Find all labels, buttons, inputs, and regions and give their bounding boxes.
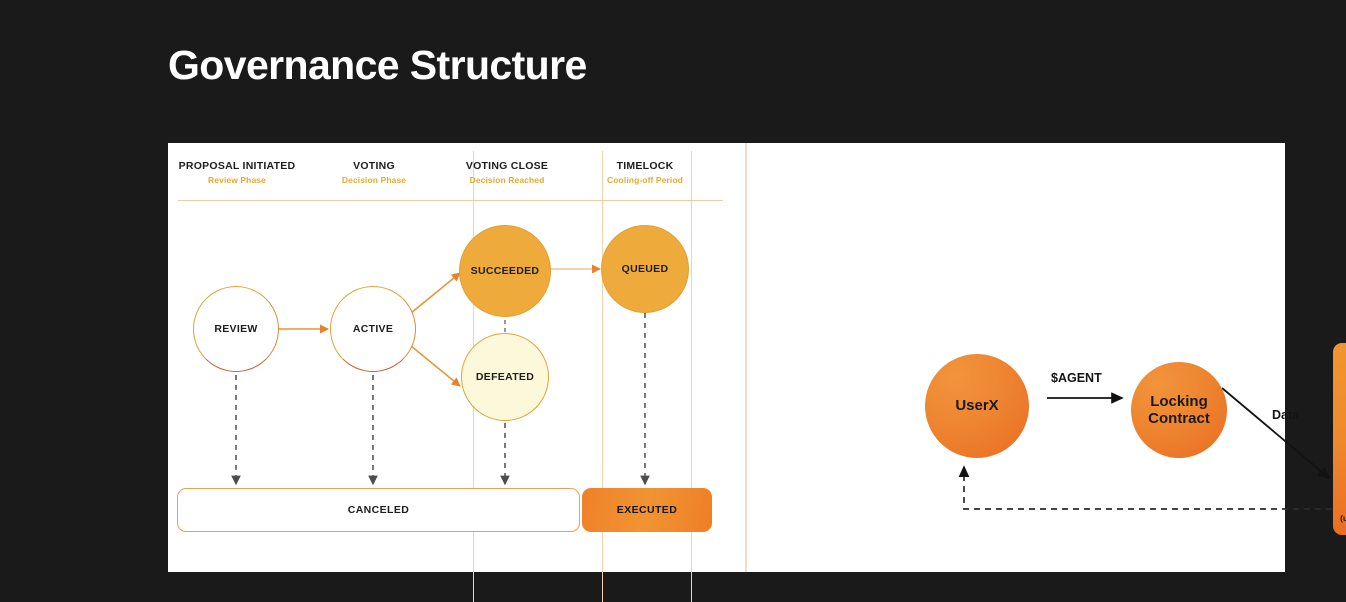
terminal-executed[interactable]: EXECUTED bbox=[582, 488, 712, 532]
storage-contract-note: (user X:1 VeTRUST) bbox=[1340, 513, 1346, 523]
diagram-card: PROPOSAL INITIATED Review Phase VOTING D… bbox=[168, 143, 1346, 602]
state-node-defeated[interactable]: DEFEATED bbox=[461, 333, 549, 421]
state-node-review[interactable]: REVIEW bbox=[193, 286, 279, 372]
phase-separator-2 bbox=[602, 151, 604, 602]
node-label-line1: Locking bbox=[1150, 392, 1208, 410]
phase-subtitle: Review Phase bbox=[208, 175, 266, 185]
terminal-canceled[interactable]: CANCELED bbox=[177, 488, 580, 532]
node-label-line2: Contract bbox=[1148, 410, 1210, 427]
edge-active-to-succeeded bbox=[410, 272, 461, 314]
state-node-queued[interactable]: QUEUED bbox=[601, 225, 689, 313]
state-node-active[interactable]: ACTIVE bbox=[330, 286, 416, 372]
state-node-succeeded[interactable]: SUCCEEDED bbox=[459, 225, 551, 317]
state-label: SUCCEEDED bbox=[470, 265, 540, 277]
phase-title: VOTING bbox=[353, 160, 395, 172]
edge-locking-to-storage bbox=[1221, 387, 1331, 480]
node-locking-contract[interactable]: Locking Contract bbox=[1131, 362, 1227, 458]
edge-storage-to-userx bbox=[958, 465, 1346, 510]
edge-active-to-defeated bbox=[410, 345, 461, 387]
state-label: DEFEATED bbox=[475, 371, 535, 383]
phase-header-proposal-initiated: PROPOSAL INITIATED Review Phase bbox=[162, 160, 312, 185]
edge-label-data: Data bbox=[1272, 408, 1300, 422]
card-divider bbox=[745, 143, 747, 572]
token-flow-connectors bbox=[958, 387, 1346, 510]
terminal-label: EXECUTED bbox=[616, 504, 678, 516]
phase-header-timelock: TIMELOCK Cooling-off Period bbox=[570, 160, 720, 185]
token-flow-diagram: UserX $AGENT Locking Contract Data Stora… bbox=[745, 143, 1346, 572]
state-label: ACTIVE bbox=[352, 323, 394, 335]
edge-label-agent: $AGENT bbox=[1051, 371, 1102, 385]
phase-header-voting: VOTING Decision Phase bbox=[299, 160, 449, 185]
phase-subtitle: Cooling-off Period bbox=[607, 175, 683, 185]
governance-connectors bbox=[231, 264, 650, 486]
state-label: REVIEW bbox=[214, 323, 258, 335]
phase-header-voting-close: VOTING CLOSE Decision Reached bbox=[432, 160, 582, 185]
node-userx[interactable]: UserX bbox=[925, 354, 1029, 458]
node-storage-contract[interactable]: Storage Contract (user X:1 VeTRUST) bbox=[1333, 343, 1346, 535]
phase-subtitle: Decision Reached bbox=[469, 175, 545, 185]
phase-subtitle: Decision Phase bbox=[341, 175, 407, 185]
phase-separator-3 bbox=[691, 151, 693, 602]
phase-header-underline bbox=[178, 200, 723, 202]
storage-contract-title: Storage Contract bbox=[1333, 359, 1346, 395]
state-label: QUEUED bbox=[621, 263, 669, 275]
phase-title: TIMELOCK bbox=[616, 160, 674, 172]
phase-title: PROPOSAL INITIATED bbox=[178, 160, 296, 172]
page-title: Governance Structure bbox=[168, 42, 587, 88]
phase-title: VOTING CLOSE bbox=[465, 160, 549, 172]
governance-lifecycle-diagram: PROPOSAL INITIATED Review Phase VOTING D… bbox=[168, 143, 745, 602]
node-label: UserX bbox=[955, 397, 999, 415]
terminal-label: CANCELED bbox=[347, 504, 410, 516]
